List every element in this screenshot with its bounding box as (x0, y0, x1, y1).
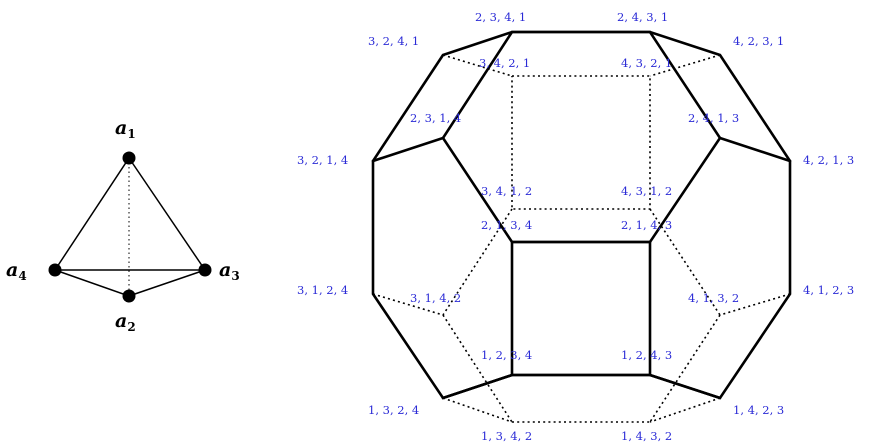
tetra-vertex-a2 (122, 289, 136, 303)
tetra-label-a3: a3 (219, 259, 240, 283)
vertex-label: 4, 2, 3, 1 (733, 34, 784, 48)
vertex-label: 2, 4, 1, 3 (688, 111, 739, 125)
vertex-label: 4, 3, 2, 1 (621, 56, 672, 70)
vertex-label: 1, 2, 4, 3 (621, 348, 672, 362)
tetra-vertex-a1 (122, 151, 136, 165)
vertex-label: 4, 1, 2, 3 (803, 283, 854, 297)
hidden-edge (649, 397, 721, 423)
tetra-label-a2: a2 (115, 310, 136, 334)
vertex-label: 2, 3, 4, 1 (475, 10, 526, 24)
tetra-edge (54, 269, 130, 297)
vertex-label: 2, 1, 3, 4 (481, 218, 532, 232)
tetra-label-a4: a4 (6, 259, 27, 283)
visible-edge (648, 373, 722, 400)
hidden-edge (649, 314, 721, 423)
permutohedron: 2, 3, 4, 1 2, 4, 3, 1 3, 2, 4, 1 4, 2, 3… (297, 10, 854, 443)
vertex-label: 3, 2, 4, 1 (368, 34, 419, 48)
hidden-edge (442, 397, 513, 423)
tetra-label-a1: a1 (115, 117, 136, 141)
vertex-label: 1, 4, 3, 2 (621, 429, 672, 443)
tetra-vertex-a3 (198, 263, 212, 277)
vertex-label: 4, 3, 1, 2 (621, 184, 672, 198)
hidden-edge (372, 293, 444, 316)
vertex-label: 2, 3, 1, 4 (410, 111, 461, 125)
vertex-label: 4, 1, 3, 2 (688, 291, 739, 305)
vertex-label: 1, 3, 2, 4 (368, 403, 419, 417)
vertex-label: 3, 4, 1, 2 (481, 184, 532, 198)
tetra-vertex-a4 (48, 263, 62, 277)
vertex-label: 3, 1, 2, 4 (297, 283, 348, 297)
vertex-label: 3, 2, 1, 4 (297, 153, 348, 167)
hidden-edge (649, 54, 721, 77)
tetrahedron: a1 a2 a3 a4 (6, 117, 240, 334)
vertex-label: 4, 2, 1, 3 (803, 153, 854, 167)
vertex-labels: 2, 3, 4, 1 2, 4, 3, 1 3, 2, 4, 1 4, 2, 3… (297, 10, 854, 443)
visible-edge (371, 136, 445, 163)
vertex-label: 1, 4, 2, 3 (733, 403, 784, 417)
visible-edge (718, 136, 792, 163)
vertex-label: 3, 1, 4, 2 (410, 291, 461, 305)
vertex-label: 1, 3, 4, 2 (481, 429, 532, 443)
hidden-edge (442, 54, 513, 77)
tetra-edge (128, 269, 206, 297)
hidden-edge (442, 314, 513, 423)
tetra-edge (54, 157, 130, 271)
visible-edge (441, 373, 514, 400)
vertex-label: 1, 2, 3, 4 (481, 348, 532, 362)
vertex-label: 3, 4, 2, 1 (479, 56, 530, 70)
vertex-label: 2, 1, 4, 3 (621, 218, 672, 232)
visible-edges (371, 30, 792, 400)
vertex-label: 2, 4, 3, 1 (617, 10, 668, 24)
outer-octagon (371, 30, 792, 400)
hidden-edge (719, 293, 791, 316)
tetra-edge (128, 157, 206, 271)
